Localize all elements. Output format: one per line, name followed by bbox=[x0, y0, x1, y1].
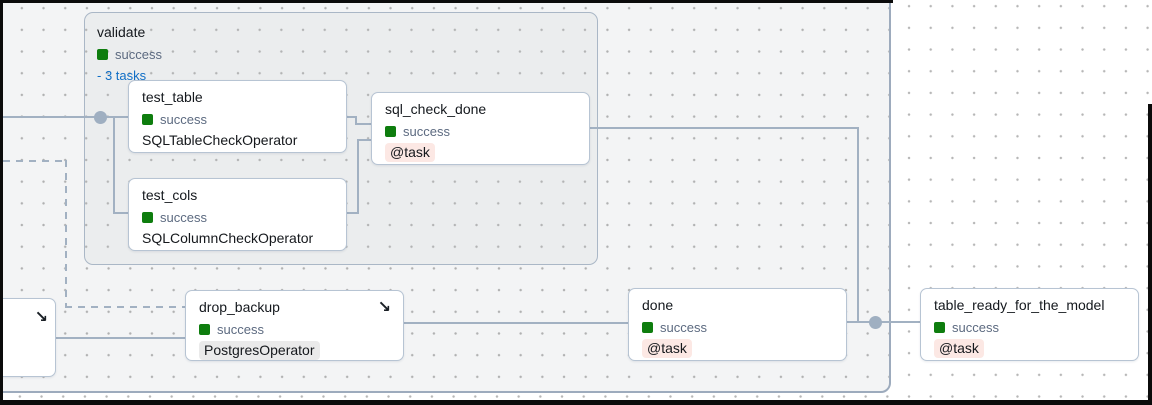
edge-test-cols-out bbox=[347, 212, 359, 214]
task-title: table_ready_for_the_model bbox=[934, 297, 1105, 313]
task-title: test_cols bbox=[142, 187, 198, 203]
task-node-clipped-left[interactable]: ↘ bbox=[0, 298, 56, 377]
task-title: done bbox=[642, 297, 674, 313]
dashed-edge-to-drop-backup bbox=[65, 306, 186, 308]
task-title: drop_backup bbox=[199, 299, 280, 315]
task-title: test_table bbox=[142, 89, 203, 105]
edge-test-cols-up bbox=[357, 139, 359, 214]
task-node-table-ready-for-the-model[interactable]: table_ready_for_the_model success @task bbox=[920, 288, 1139, 361]
success-status-icon bbox=[934, 322, 945, 333]
status-label: success bbox=[115, 47, 162, 62]
edge-test-table-to-sql-check bbox=[355, 123, 372, 125]
edge-sql-check-down bbox=[857, 127, 859, 323]
operator-chip: PostgresOperator bbox=[199, 341, 320, 360]
task-node-sql-check-done[interactable]: sql_check_done success @task bbox=[371, 92, 590, 165]
edge-join-to-table-ready bbox=[846, 321, 920, 323]
collapse-tasks-link[interactable]: - 3 tasks bbox=[97, 68, 147, 83]
task-node-done[interactable]: done success @task bbox=[628, 288, 847, 361]
edge-in-to-test-table bbox=[3, 116, 129, 118]
status-label: success bbox=[660, 320, 707, 335]
task-group-title: validate bbox=[97, 24, 146, 40]
edge-drop-backup-to-done bbox=[402, 322, 629, 324]
task-node-test-table[interactable]: test_table success SQLTableCheckOperator bbox=[128, 80, 347, 153]
task-title: sql_check_done bbox=[385, 101, 487, 117]
edge-test-cols-to-sql-check bbox=[357, 139, 372, 141]
edge-branch-down bbox=[113, 116, 115, 214]
success-status-icon bbox=[642, 322, 653, 333]
dashed-edge-in bbox=[3, 160, 67, 162]
operator-chip: SQLColumnCheckOperator bbox=[142, 230, 314, 246]
teardown-arrow-icon: ↘ bbox=[377, 297, 391, 316]
edge-test-table-jog bbox=[355, 116, 357, 125]
edge-sql-check-out bbox=[589, 127, 859, 129]
edge-junction-dot bbox=[869, 316, 882, 329]
success-status-icon bbox=[142, 212, 153, 223]
dashed-edge-down bbox=[65, 160, 67, 308]
screenshot-border bbox=[1148, 104, 1152, 405]
success-status-icon bbox=[142, 114, 153, 125]
teardown-arrow-icon: ↘ bbox=[34, 307, 48, 326]
screenshot-border bbox=[0, 0, 893, 3]
screenshot-border bbox=[0, 0, 3, 405]
status-label: success bbox=[217, 322, 264, 337]
screenshot-border bbox=[0, 400, 1152, 405]
success-status-icon bbox=[97, 49, 108, 60]
operator-chip: @task bbox=[934, 339, 984, 358]
status-label: success bbox=[160, 210, 207, 225]
edge-test-table-out bbox=[347, 116, 357, 118]
status-label: success bbox=[160, 112, 207, 127]
success-status-icon bbox=[199, 324, 210, 335]
task-group-status: success bbox=[97, 47, 585, 62]
edge-junction-dot bbox=[94, 111, 107, 124]
edge-branch-to-test-cols bbox=[113, 212, 129, 214]
success-status-icon bbox=[385, 126, 396, 137]
operator-chip: @task bbox=[642, 339, 692, 358]
status-label: success bbox=[952, 320, 999, 335]
operator-chip: @task bbox=[385, 143, 435, 162]
edge-stub-to-drop-backup bbox=[54, 337, 186, 339]
status-label: success bbox=[403, 124, 450, 139]
task-node-drop-backup[interactable]: drop_backup ↘ success PostgresOperator bbox=[185, 290, 404, 361]
task-node-test-cols[interactable]: test_cols success SQLColumnCheckOperator bbox=[128, 178, 347, 251]
operator-chip: SQLTableCheckOperator bbox=[142, 132, 298, 148]
